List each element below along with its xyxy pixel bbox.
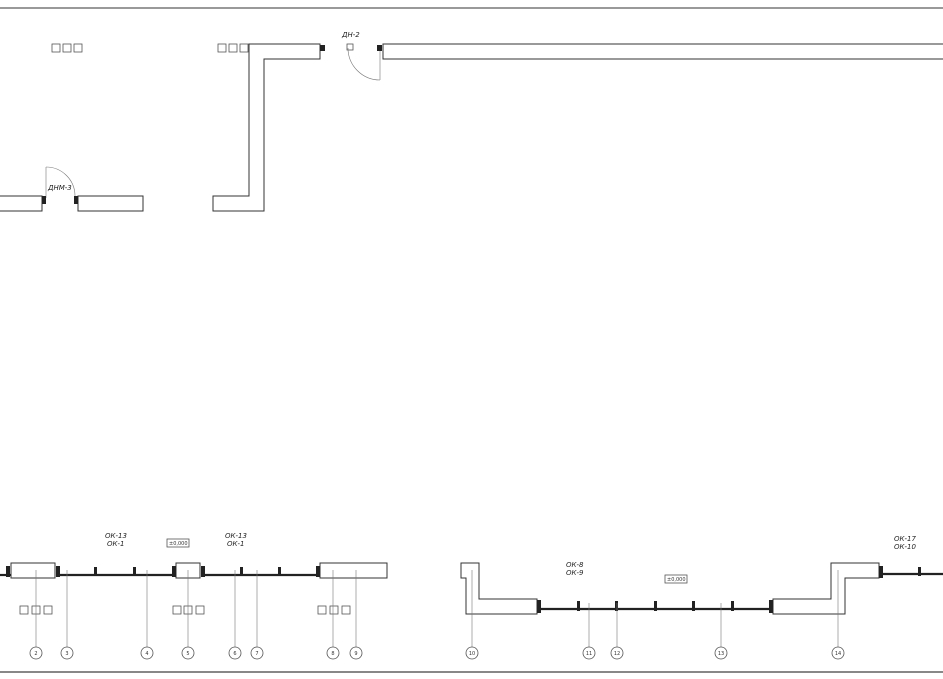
axis-marker: 10 [465, 570, 479, 660]
axis-marker: 11 [582, 603, 596, 660]
axis-marker: 5 [181, 570, 195, 660]
axis-marker: 2 [29, 570, 43, 660]
room-tag-squares [19, 605, 351, 615]
door-label: ДНМ-3 [47, 184, 72, 192]
level-mark: ±0,000 [667, 577, 686, 583]
window-wall-right [460, 562, 943, 615]
room-tag-squares [217, 43, 249, 53]
wall-segment [0, 195, 43, 212]
svg-text:9: 9 [354, 651, 357, 657]
door-dn2: ДН-2 [341, 31, 382, 81]
level-mark: ±0,000 [169, 541, 188, 547]
svg-text:13: 13 [718, 651, 724, 657]
axis-marker: 6 [228, 570, 242, 660]
axis-marker: 3 [60, 570, 74, 660]
room-tag-squares [51, 43, 83, 53]
axis-marker: 14 [831, 570, 845, 660]
svg-text:14: 14 [835, 651, 841, 657]
svg-text:4: 4 [145, 651, 148, 657]
level-mark-box [166, 538, 190, 548]
svg-text:5: 5 [186, 651, 189, 657]
window-label: ОК-1 [107, 540, 124, 548]
window-label: ОК-10 [894, 543, 916, 551]
window-label: ОК-1 [227, 540, 244, 548]
axis-marker: 9 [349, 570, 363, 660]
door-label: ДН-2 [341, 31, 360, 39]
l-shaped-wall [212, 43, 321, 212]
axis-marker: 12 [610, 603, 624, 660]
door-dnm3: ДНМ-3 [42, 166, 78, 204]
svg-text:2: 2 [34, 651, 37, 657]
svg-text:10: 10 [469, 651, 475, 657]
svg-text:12: 12 [614, 651, 620, 657]
window-label: ОК-8 [566, 561, 584, 569]
axis-marker: 13 [714, 603, 728, 660]
window-wall-left [0, 562, 388, 579]
door-frame [320, 45, 325, 51]
wall-segment [77, 195, 144, 212]
window-label: ОК-9 [566, 569, 584, 577]
grid-axes: 2 3 4 5 6 7 8 9 10 11 12 13 14 [29, 570, 845, 660]
axis-marker: 7 [250, 570, 264, 660]
long-wall [382, 43, 943, 60]
svg-text:6: 6 [233, 651, 236, 657]
svg-text:7: 7 [255, 651, 258, 657]
svg-text:8: 8 [331, 651, 334, 657]
axis-marker: 8 [326, 570, 340, 660]
svg-text:3: 3 [65, 651, 68, 657]
window-label: ОК-17 [894, 535, 916, 543]
svg-text:11: 11 [586, 651, 592, 657]
window-label: ОК-13 [105, 532, 127, 540]
level-mark-box [664, 574, 688, 584]
window-label: ОК-13 [225, 532, 247, 540]
axis-marker: 4 [140, 570, 154, 660]
